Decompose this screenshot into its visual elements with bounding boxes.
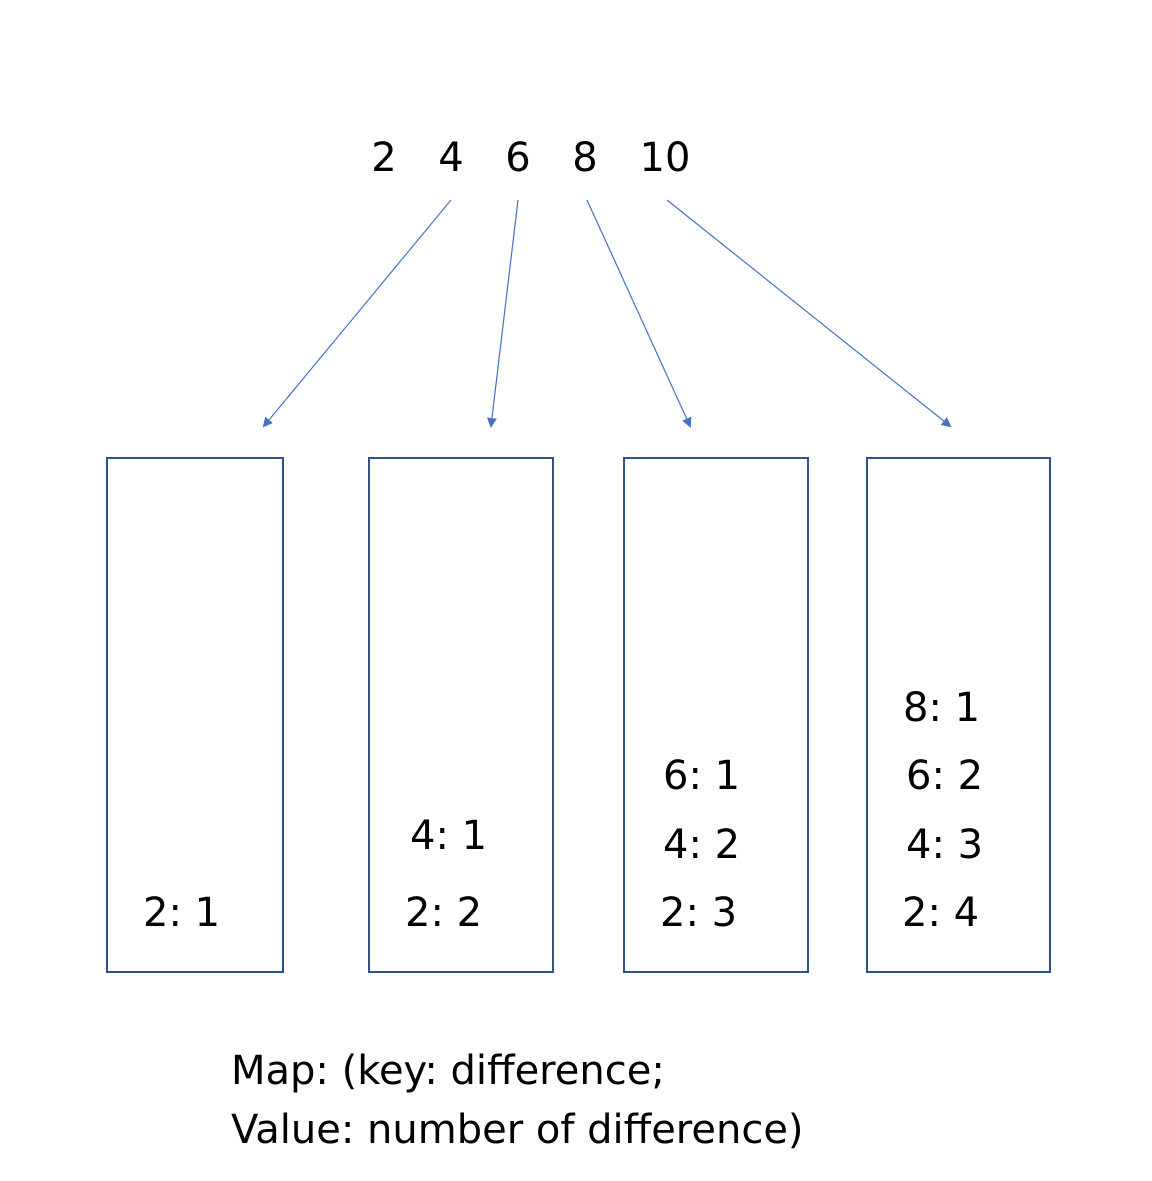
arrow-8-to-box-3 bbox=[586, 199, 692, 428]
map-box-2 bbox=[368, 457, 554, 973]
arrow-6-to-box-2 bbox=[486, 199, 519, 428]
map-entry: 4: 1 bbox=[410, 813, 488, 859]
number-6: 6 bbox=[505, 135, 531, 181]
map-box-1 bbox=[106, 457, 284, 973]
map-entry: 2: 1 bbox=[143, 890, 221, 936]
map-entry: 8: 1 bbox=[903, 685, 981, 731]
map-box-3 bbox=[623, 457, 809, 973]
map-entry: 6: 1 bbox=[663, 753, 741, 799]
map-entry: 6: 2 bbox=[906, 753, 984, 799]
caption-line-2: Value: number of difference) bbox=[231, 1107, 804, 1153]
number-4: 4 bbox=[438, 135, 464, 181]
map-entry: 2: 2 bbox=[405, 890, 483, 936]
number-10: 10 bbox=[639, 135, 691, 181]
map-entry: 2: 3 bbox=[660, 890, 738, 936]
caption-line-1: Map: (key: difference; bbox=[231, 1048, 665, 1094]
number-2: 2 bbox=[371, 135, 397, 181]
map-entry: 4: 2 bbox=[663, 822, 741, 868]
map-box-4 bbox=[866, 457, 1051, 973]
number-8: 8 bbox=[572, 135, 598, 181]
map-entry: 2: 4 bbox=[902, 890, 980, 936]
map-entry: 4: 3 bbox=[906, 822, 984, 868]
arrow-4-to-box-1 bbox=[262, 199, 452, 428]
arrow-10-to-box-4 bbox=[666, 199, 952, 428]
